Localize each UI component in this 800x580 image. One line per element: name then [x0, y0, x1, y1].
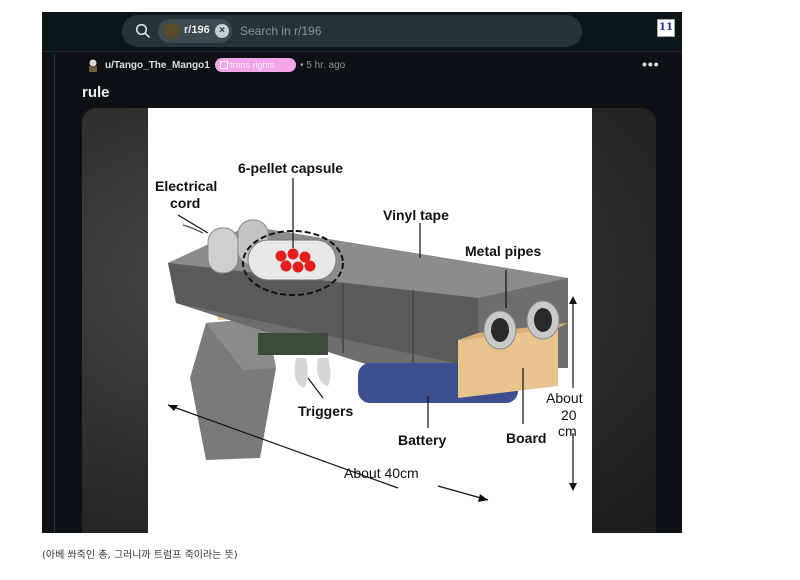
label-capsule: 6-pellet capsule — [238, 160, 343, 176]
cord-cylinder-1 — [207, 227, 239, 274]
post-media[interactable]: 6-pellet capsule Electrical cord Vinyl t… — [82, 108, 656, 533]
subreddit-avatar — [164, 23, 180, 39]
trigger-1 — [294, 358, 308, 388]
search-icon[interactable] — [135, 23, 151, 39]
label-height-3: cm — [558, 423, 577, 439]
label-pipes: Metal pipes — [465, 243, 541, 259]
board — [458, 328, 558, 398]
post-timestamp: • 5 hr. ago — [300, 60, 346, 71]
flair-label: trans rights — [230, 60, 275, 70]
notification-badge[interactable]: 11 — [657, 19, 675, 37]
trigger-2 — [317, 358, 331, 386]
flag-icon — [220, 61, 228, 69]
label-triggers: Triggers — [298, 403, 353, 419]
more-options-icon[interactable]: ••• — [642, 56, 660, 72]
label-length: About 40cm — [344, 465, 419, 481]
thread-line — [54, 54, 55, 533]
capsule — [247, 239, 337, 281]
capsule-highlight — [242, 230, 344, 296]
search-bar[interactable]: r/196 × Search in r/196 — [122, 15, 582, 47]
gun-diagram-image: 6-pellet capsule Electrical cord Vinyl t… — [148, 108, 592, 533]
label-battery: Battery — [398, 432, 446, 448]
label-cord-1: Electrical — [155, 178, 217, 194]
user-flair: trans rights — [215, 58, 296, 72]
label-height-1: About — [546, 390, 583, 406]
label-height-2: 20 — [561, 407, 577, 423]
caption-text: (아베 쏴죽인 총, 그러니까 트럼프 죽이라는 뜻) — [42, 550, 238, 561]
pellets — [275, 248, 316, 273]
reddit-screen: r/196 × Search in r/196 11 u/Tango_The_M… — [42, 12, 682, 533]
user-avatar[interactable] — [86, 58, 100, 72]
username-link[interactable]: u/Tango_The_Mango1 — [105, 60, 210, 71]
label-cord-2: cord — [170, 195, 200, 211]
top-bar: r/196 × Search in r/196 11 — [42, 12, 682, 52]
post-title[interactable]: rule — [82, 84, 110, 101]
close-icon[interactable]: × — [215, 24, 229, 38]
subreddit-chip-label: r/196 — [184, 24, 210, 36]
label-board: Board — [506, 430, 546, 446]
subreddit-chip[interactable]: r/196 × — [158, 19, 232, 43]
label-tape: Vinyl tape — [383, 207, 449, 223]
length-arrow — [167, 404, 399, 489]
trigger-housing — [258, 333, 328, 355]
search-placeholder: Search in r/196 — [240, 24, 322, 38]
